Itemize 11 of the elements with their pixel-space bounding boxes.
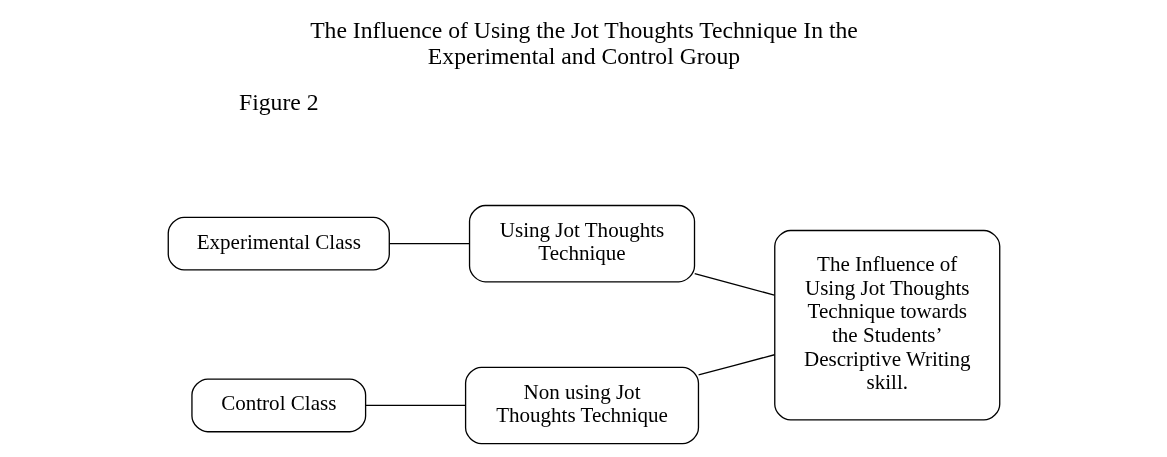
connector	[693, 273, 775, 296]
connector	[364, 404, 466, 407]
node-box: Control Class	[190, 378, 366, 433]
node-box: Experimental Class	[167, 216, 390, 271]
label: Figure 2	[238, 88, 319, 115]
connector	[697, 354, 775, 376]
node-box: The Influence of Using Jot Thoughts Technique towards the Students’ Descriptive Writing skill.	[773, 229, 1000, 421]
connector	[388, 242, 470, 245]
node-box: Non using Jot Thoughts Technique	[464, 366, 699, 445]
diagram-title: The Influence of Using the Jot Thoughts Technique In the Experimental and Control Group	[309, 16, 858, 69]
node-box: Using Jot Thoughts Technique	[468, 204, 695, 283]
